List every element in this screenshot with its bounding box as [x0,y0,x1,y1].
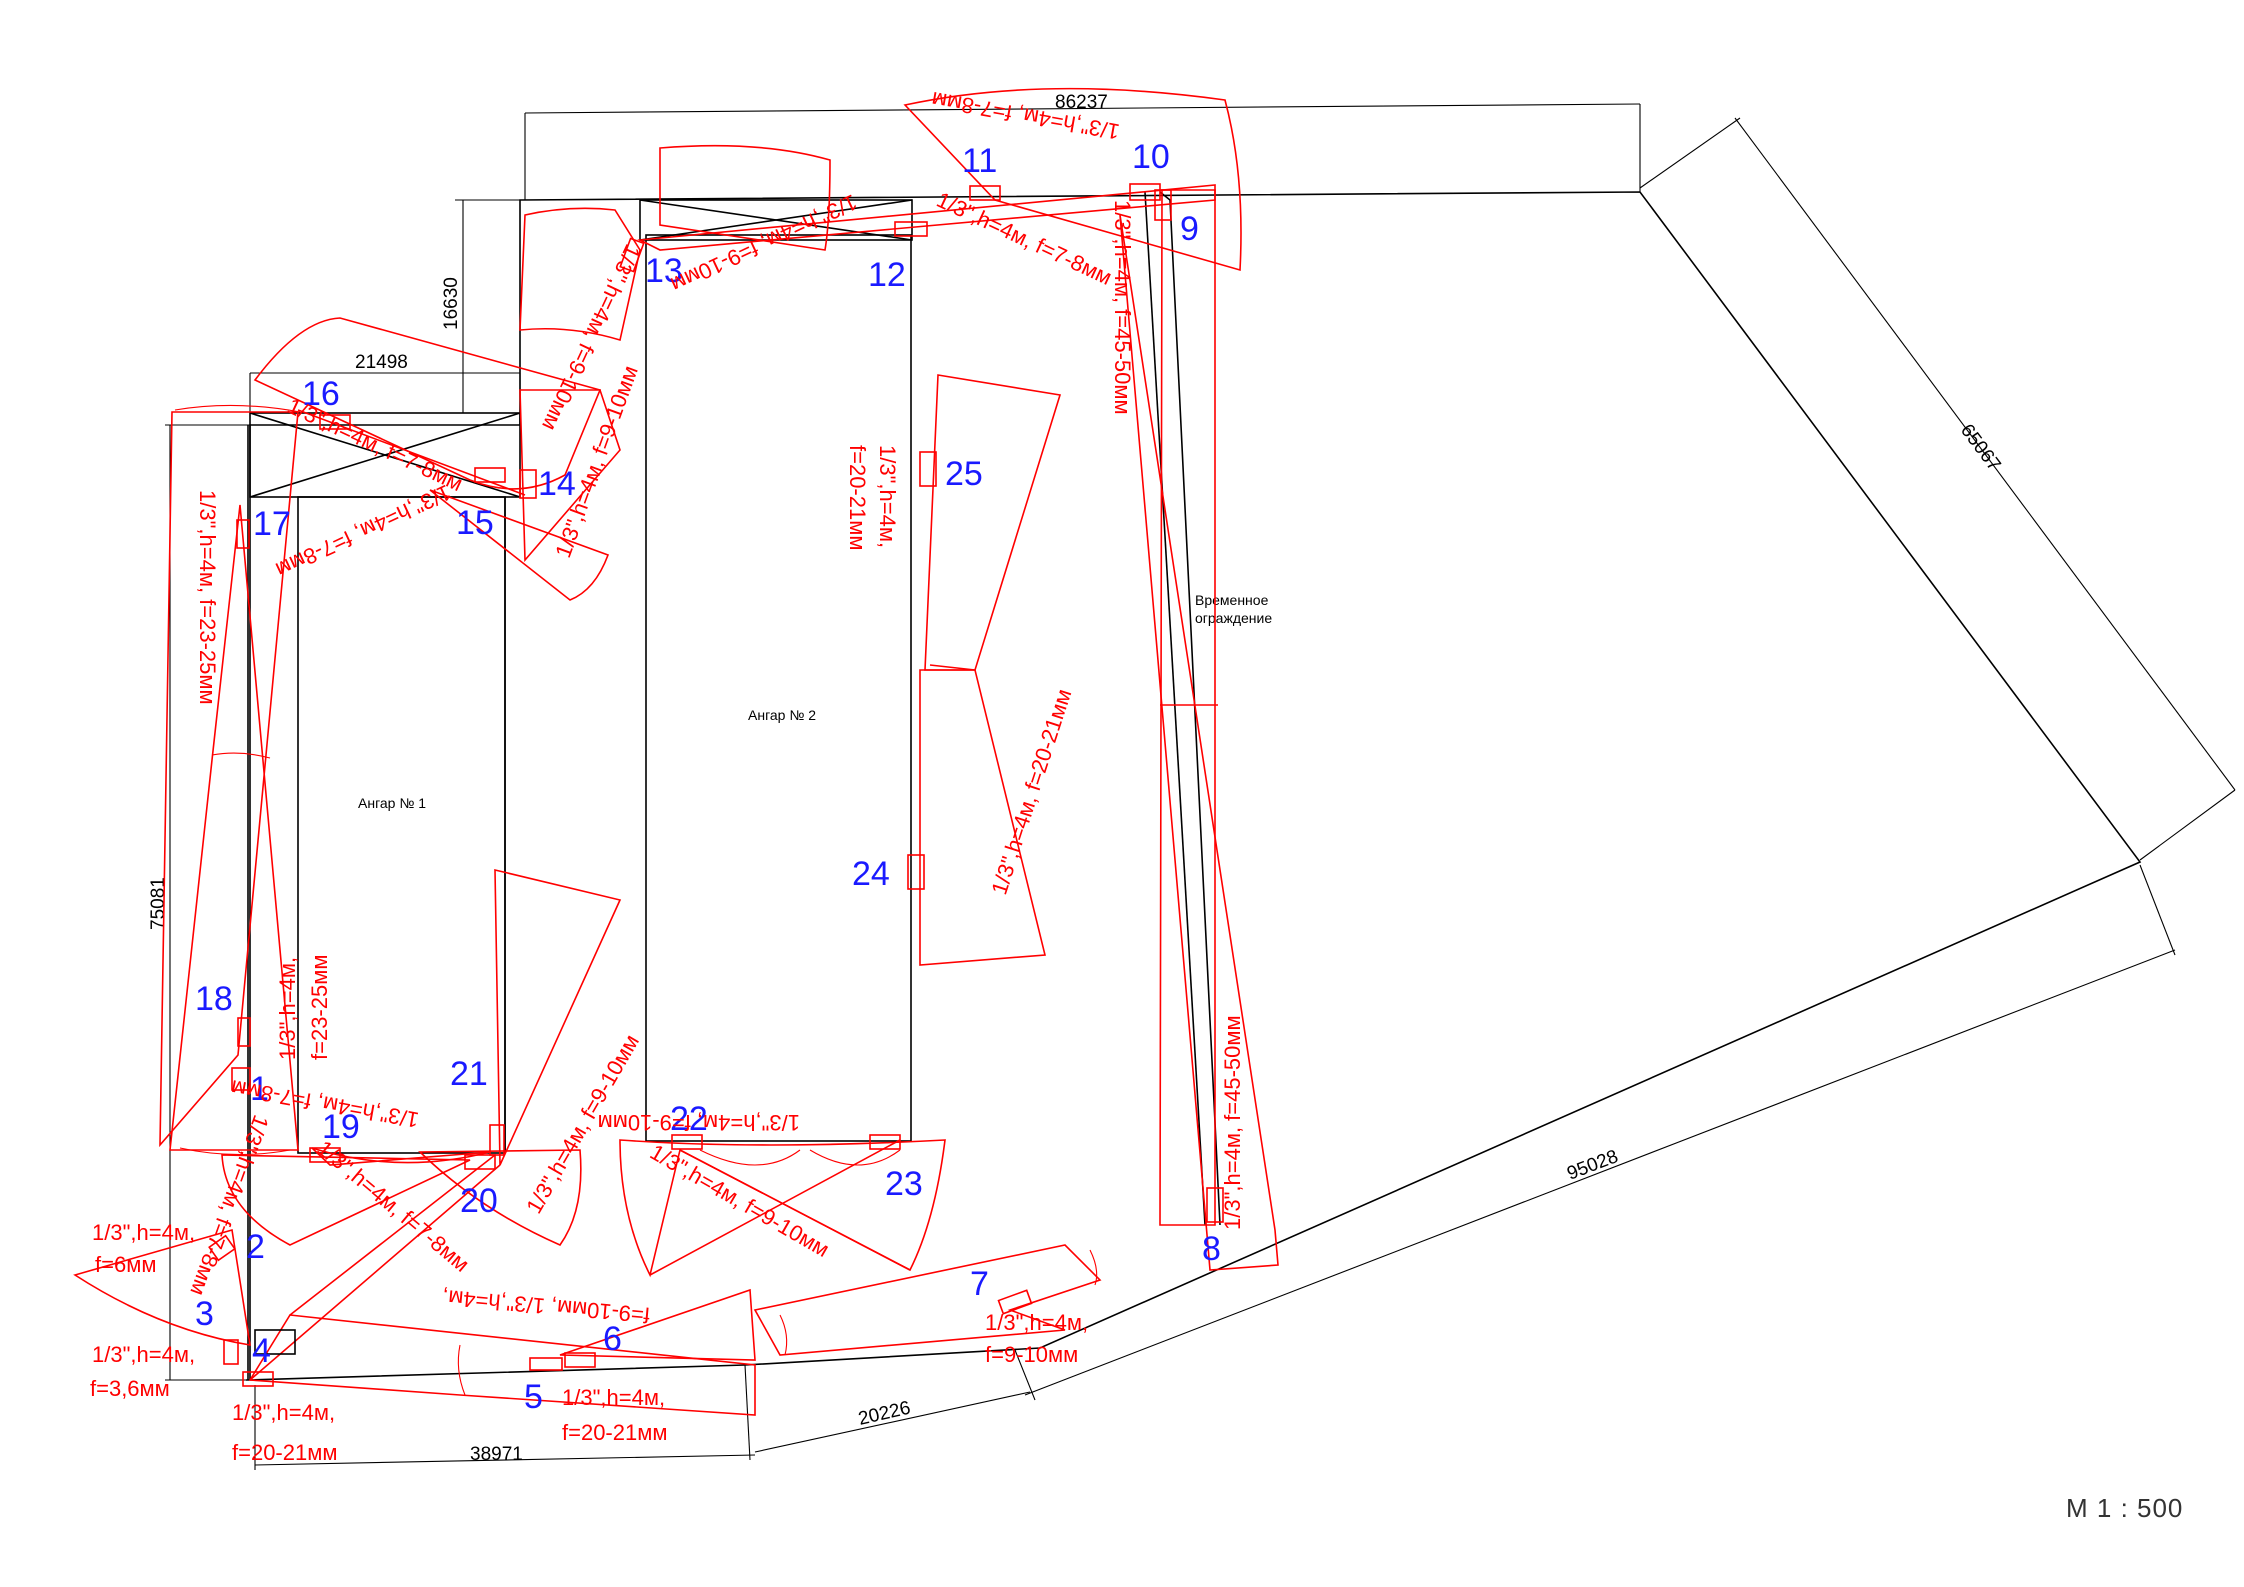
camera-numbers: 1 2 3 4 5 6 7 8 9 10 11 12 13 14 15 16 1… [195,138,1221,1416]
spec-3-line1: 1/3",h=4м, [92,1342,195,1367]
spec-18-line1: 1/3",h=4м, [275,957,300,1060]
camera-13: 13 [645,252,683,290]
spec-8: 1/3",h=4м, f=45-50мм [1220,1015,1245,1230]
camera-19: 19 [322,1108,360,1146]
spec-19: 1/3",h=4м, f=7-8мм [312,1135,474,1276]
spec-2-line2: f=6мм [95,1252,156,1277]
spec-22: 1/3",h=4м, f=9-10мм [646,1139,834,1262]
camera-20: 20 [460,1182,498,1220]
camera-11: 11 [962,142,997,180]
camera-12: 12 [868,256,906,294]
spec-15: 1/3",h=4м, f=7-8мм [272,480,455,583]
dim-step: 16630 [441,277,462,330]
spec-11: 1/3",h=4м, f=9-10мм [667,189,861,297]
camera-22: 22 [670,1100,708,1138]
spec-1: 1/3",h=4м, f=7-8мм [185,1112,274,1299]
camera-16: 16 [302,375,340,413]
camera-25: 25 [945,455,983,493]
spec-23: 1/3",h=4м, f=9-10мм [598,1110,800,1135]
dim-bottom-right: 95028 [1564,1146,1621,1185]
camera-14: 14 [538,465,576,503]
spec-25-line2: f=20-21мм [845,445,870,550]
fence-label: Временное ограждение [1195,592,1272,626]
dim-bottom-left: 38971 [470,1444,523,1465]
camera-7: 7 [970,1265,989,1303]
spec-16: 1/3",h=4м, f=7-8мм [284,393,467,496]
hangar-2-label: Ангар № 2 [748,707,816,723]
camera-15: 15 [456,504,494,542]
spec-3-line2: f=3,6мм [90,1376,170,1401]
spec-4-line2: f=20-21мм [232,1440,337,1465]
dim-top-width: 86237 [1055,92,1108,113]
dim-bottom-mid: 20226 [856,1398,912,1430]
camera-bodies [208,183,1224,1387]
camera-6: 6 [603,1320,622,1358]
temporary-fence [1144,191,1221,1226]
camera-9: 9 [1180,210,1199,248]
camera-4: 4 [252,1332,271,1370]
camera-23: 23 [885,1165,923,1203]
spec-2-line1: 1/3",h=4м, [92,1220,195,1245]
camera-5: 5 [524,1378,543,1416]
dim-left-height: 75081 [148,877,169,930]
spec-17: 1/3",h=4м, f=23-25мм [195,490,220,705]
spec-25-line1: 1/3",h=4м, [875,445,900,548]
spec-18-line2: f=23-25мм [307,955,332,1060]
dim-h1-width: 21498 [355,352,408,373]
hangar-1-label: Ангар № 1 [358,795,426,811]
spec-7-line2: f=9-10мм [985,1342,1078,1367]
camera-3: 3 [195,1295,214,1333]
spec-9: 1/3",h=4м, f=45-50мм [1110,200,1135,415]
spec-5-line2: f=20-21мм [562,1420,667,1445]
scale-label: М 1 : 500 [2066,1493,2183,1523]
camera-2: 2 [246,1228,265,1266]
spec-5-line1: 1/3",h=4м, [562,1385,665,1410]
camera-17: 17 [253,505,291,543]
spec-6: f=9-10мм, 1/3",h=4м, [441,1285,651,1328]
dimension-labels: 86237 65067 95028 38971 20226 75081 2149… [148,92,2005,1465]
camera-1: 1 [250,1070,269,1108]
hangar-1 [249,412,521,1154]
camera-8: 8 [1202,1230,1221,1268]
dim-right-diag: 65067 [1956,420,2005,475]
site-boundary [246,191,2142,1381]
camera-18: 18 [195,980,233,1018]
camera-21: 21 [450,1055,488,1093]
camera-zones [73,87,1279,1416]
hangar-2 [639,199,913,1142]
spec-7-line1: 1/3",h=4м, [985,1310,1088,1335]
camera-24: 24 [852,855,890,893]
spec-24: 1/3",h=4м, f=20-21мм [986,686,1076,898]
camera-10: 10 [1132,138,1170,176]
dimension-lines [165,103,2236,1470]
spec-12: 1/3",h=4м, f=7-8мм [933,187,1116,290]
spec-4-line1: 1/3",h=4м, [232,1400,335,1425]
